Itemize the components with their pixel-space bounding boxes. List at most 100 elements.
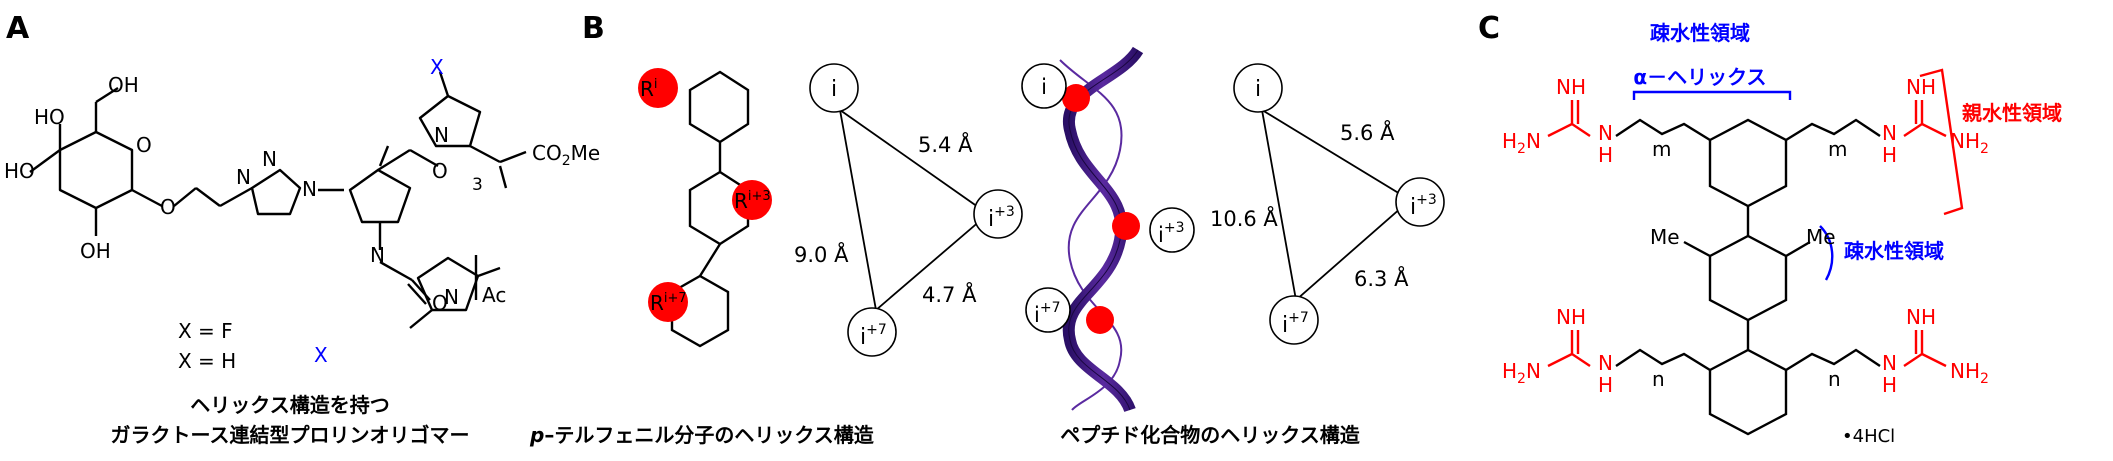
index-n-right: n xyxy=(1828,367,1841,391)
x-label-bottom: X xyxy=(314,343,328,367)
tri2-i7-sup: +7 xyxy=(1288,310,1309,326)
tri1-i3-sup: +3 xyxy=(994,204,1015,220)
triangle-2-edges xyxy=(1260,108,1412,302)
gu-tr-nh2-pre: NH xyxy=(1950,129,1980,153)
panel-a-caption-line1: ヘリックス構造を持つ xyxy=(190,393,389,417)
r-i-sup: i xyxy=(654,77,658,92)
helix-i3-base: i xyxy=(1158,223,1164,247)
tri2-node-i7 xyxy=(1269,295,1319,345)
helix-i7-label: i+7 xyxy=(1034,300,1060,327)
gu-tr-n: N xyxy=(1882,121,1897,145)
terphenyl-caption-italic: p xyxy=(529,423,544,447)
tri2-i3-sup: +3 xyxy=(1416,192,1437,208)
tri2-node-i3 xyxy=(1395,177,1445,227)
tri2-distance-3: 6.3 Å xyxy=(1354,265,1409,291)
tri1-node-i7 xyxy=(847,307,897,357)
core-ring-top xyxy=(1708,118,1788,208)
gu-bl-h2n-post: N xyxy=(1526,359,1541,383)
panel-a-atom-labels: OH HO HO OH O O N N N N O O X N 3 CO2Me … xyxy=(4,55,600,367)
co2me-label: CO2Me xyxy=(532,141,600,169)
helix-i: i xyxy=(1041,75,1047,99)
tri1-i7-base: i xyxy=(860,325,866,350)
panel-c: C 疎水性領域 α－ヘリックス 親水性領域 疎水性領域 xyxy=(1478,11,2062,447)
hydrophobic-side-bracket xyxy=(1819,225,1834,281)
tri1-node-i xyxy=(809,63,859,113)
panel-a-letter: A xyxy=(6,11,30,46)
salt-label: •4HCl xyxy=(1842,426,1895,447)
tri1-distance-3: 4.7 Å xyxy=(922,281,977,307)
tri2-node-i xyxy=(1233,63,1283,113)
gu-tl-nh: NH xyxy=(1556,75,1586,99)
gu-tl-h2n-post: N xyxy=(1526,129,1541,153)
phenyl-ring-2 xyxy=(688,170,750,246)
galactose-structure xyxy=(29,71,527,329)
peptide-helix: i i+3 i+7 xyxy=(1021,46,1195,413)
helix-i3-sup: +3 xyxy=(1164,220,1185,236)
carbonyl-o-2: O xyxy=(432,291,448,315)
tri2-i: i xyxy=(1255,77,1261,102)
gu-bl-nh: NH xyxy=(1556,305,1586,329)
methyl-left: Me xyxy=(1650,225,1680,249)
hydrophobic-top-label: 疎水性領域 xyxy=(1650,21,1750,45)
panel-b: B Ri Ri+3 Ri+7 i i+3 i+7 5.4 Å 9.0 Å 4.7… xyxy=(529,11,1445,447)
ho-label-2: HO xyxy=(4,159,35,183)
phenyl-ring-3 xyxy=(670,274,730,348)
gu-tl-h2n-pre: H xyxy=(1502,129,1517,153)
tri2-i3-label: i+3 xyxy=(1410,192,1437,220)
gu-tl-h: H xyxy=(1598,143,1613,167)
r-i-base: R xyxy=(640,77,654,101)
triazole-n2: N xyxy=(262,147,277,171)
gu-tl-n: N xyxy=(1598,121,1613,145)
r-i3-base: R xyxy=(734,189,748,213)
proline-ring-1 xyxy=(348,168,412,224)
tri1-i: i xyxy=(831,77,837,102)
distance-triangle-2: i i+3 i+7 5.6 Å 10.6 Å 6.3 Å xyxy=(1210,63,1445,345)
gu-bl-n: N xyxy=(1598,351,1613,375)
gu-br-nh2-pre: NH xyxy=(1950,359,1980,383)
gu-br-nh: NH xyxy=(1906,305,1936,329)
proline-ring-2 xyxy=(418,94,482,148)
guanidine-bonds xyxy=(1547,100,1947,368)
ether-o-label: O xyxy=(160,195,176,219)
x-label-top: X xyxy=(430,55,444,79)
helix-back-strand xyxy=(1059,59,1123,411)
core-ring-bottom xyxy=(1708,348,1788,436)
r-i7-marker xyxy=(648,282,688,322)
helix-i7-base: i xyxy=(1034,303,1040,327)
terphenyl-caption-text: –テルフェニル分子のヘリックス構造 xyxy=(544,423,874,447)
repeat-count: 3 xyxy=(472,175,483,195)
tri1-i3-label: i+3 xyxy=(988,204,1015,232)
gu-bl-h2n: H2N xyxy=(1502,359,1541,387)
triangle-1-edges xyxy=(838,108,990,312)
r-i-marker xyxy=(638,68,678,108)
gu-bl-h: H xyxy=(1598,373,1613,397)
proline-n1: N xyxy=(370,243,385,267)
gu-tr-h: H xyxy=(1882,143,1897,167)
helix-node-i3 xyxy=(1149,207,1195,253)
tri2-i3-base: i xyxy=(1410,195,1416,220)
helix-i7-sup: +7 xyxy=(1040,300,1061,316)
oh-label-bottom: OH xyxy=(80,239,111,263)
helix-i3-label: i+3 xyxy=(1158,220,1184,247)
gu-tl-h2n: H2N xyxy=(1502,129,1541,157)
gu-br-h: H xyxy=(1882,373,1897,397)
index-m-right: m xyxy=(1828,137,1847,161)
proline-n2: N xyxy=(434,123,449,147)
gu-tr-nh: NH xyxy=(1906,75,1936,99)
galactose-ring xyxy=(58,130,134,210)
distance-triangle-1: i i+3 i+7 5.4 Å 9.0 Å 4.7 Å xyxy=(794,63,1023,357)
tri2-i7-label: i+7 xyxy=(1282,310,1309,338)
r-i7-base: R xyxy=(650,291,664,315)
proline-ring-3 xyxy=(416,256,480,312)
panel-c-labels: NH H2N N H NH N H NH2 NH H2N N H NH N H … xyxy=(1502,75,1989,447)
r-i7-sup: i+7 xyxy=(664,291,687,306)
acetyl-label: Ac xyxy=(482,283,506,307)
index-n-left: n xyxy=(1652,367,1665,391)
gu-bl-h2n-sub: 2 xyxy=(1517,371,1526,387)
tri2-distance-2: 10.6 Å xyxy=(1210,205,1278,231)
r-i3-label: Ri+3 xyxy=(734,189,771,213)
core-ring-middle xyxy=(1708,234,1788,322)
proline-n3: N xyxy=(444,285,459,309)
tri2-i7-base: i xyxy=(1282,313,1288,338)
